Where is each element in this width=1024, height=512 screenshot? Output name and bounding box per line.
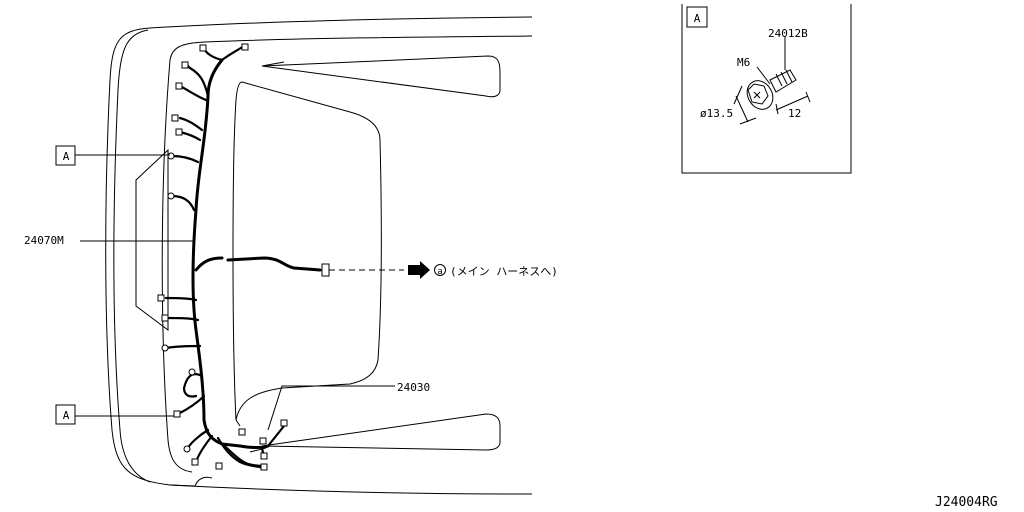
connector xyxy=(241,43,249,51)
detail-a-label-box xyxy=(686,6,708,28)
connector xyxy=(260,452,268,460)
arrow-right-icon xyxy=(408,261,430,279)
connector xyxy=(215,462,223,470)
main-harness xyxy=(164,44,322,470)
connectors xyxy=(157,43,330,471)
connector xyxy=(175,82,183,90)
connector xyxy=(260,463,268,471)
connector xyxy=(157,294,165,302)
connector xyxy=(183,445,191,453)
callout-a-bottom: A xyxy=(63,409,70,422)
callouts: A 24070M A 24030 xyxy=(24,145,430,431)
connector xyxy=(181,61,189,69)
detail-a: A 24012B M6 ø13.5 12 xyxy=(681,4,852,174)
connector xyxy=(161,344,169,352)
part-label-clip: 24030 xyxy=(397,381,430,394)
thread-size: M6 xyxy=(737,56,750,69)
drawing-id: J24004RG xyxy=(935,495,998,510)
connector xyxy=(199,44,207,52)
connector xyxy=(167,192,175,200)
bolt-drawing xyxy=(733,36,811,125)
bolt-length: 12 xyxy=(788,107,801,120)
connector xyxy=(191,458,199,466)
callout-a-top: A xyxy=(63,150,70,163)
circle-marker-icon xyxy=(434,264,446,276)
connector xyxy=(167,152,175,160)
connector xyxy=(171,114,179,122)
connector xyxy=(175,128,183,136)
callout-a-bottom-box xyxy=(55,404,76,425)
part-label-bolt: 24012B xyxy=(768,27,808,40)
body-outline xyxy=(105,16,533,495)
destination-symbol: a xyxy=(437,267,442,277)
connector xyxy=(161,314,169,322)
connector xyxy=(238,428,246,436)
part-label-harness: 24070M xyxy=(24,234,64,247)
connector xyxy=(188,368,196,376)
connector xyxy=(280,419,288,427)
destination-note: (メイン ハーネスへ) xyxy=(450,265,558,278)
detail-a-label: A xyxy=(694,12,701,25)
main-harness-link: a (メイン ハーネスへ) xyxy=(329,261,558,279)
connector-main xyxy=(321,263,330,277)
connector xyxy=(259,437,267,445)
connector xyxy=(173,410,181,418)
flange-diameter: ø13.5 xyxy=(700,107,733,120)
